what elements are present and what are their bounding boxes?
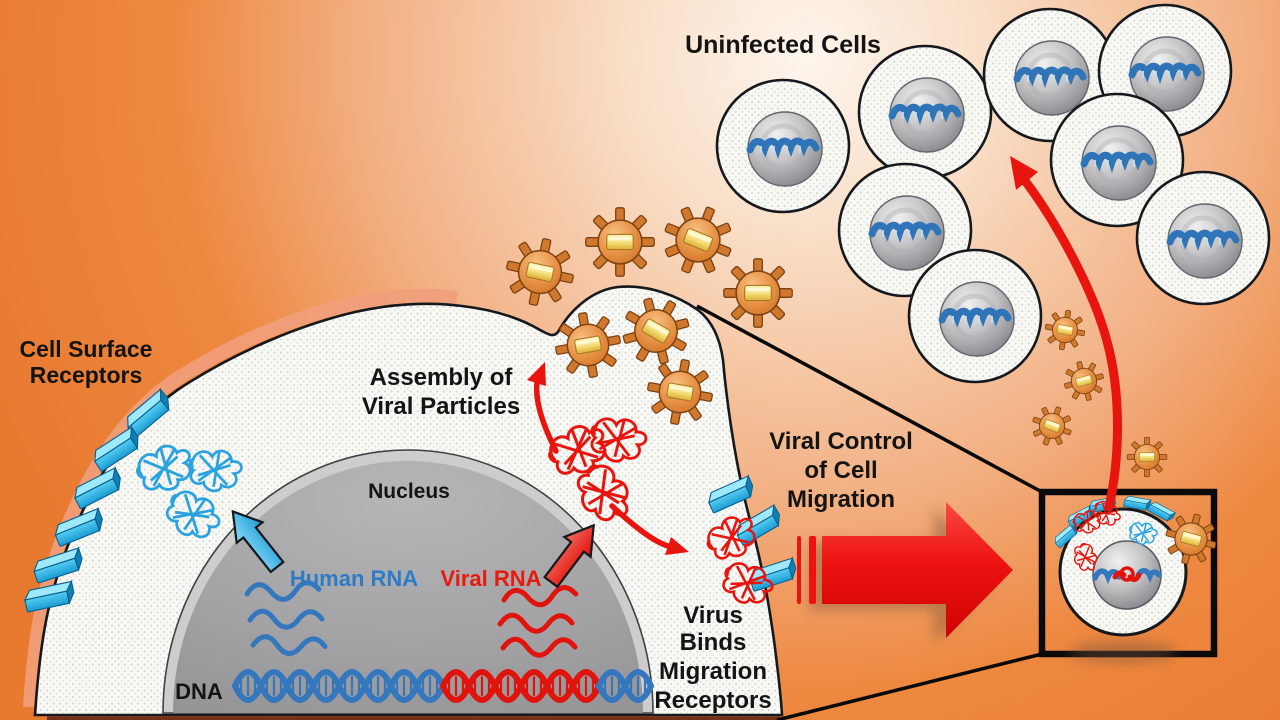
nucleus-dome bbox=[162, 449, 654, 714]
binding-arrow bbox=[609, 503, 689, 555]
cell-surface-receptors-label-2: Receptors bbox=[30, 362, 142, 388]
virus-binds-label-3: Migration bbox=[659, 658, 767, 685]
inset-connector-bottom bbox=[776, 652, 1043, 720]
assembly-label-1: Assembly of bbox=[370, 364, 514, 391]
viral-control-label-3: Migration bbox=[787, 486, 895, 513]
uninfected-cell bbox=[909, 250, 1041, 382]
viral-control-arrow bbox=[797, 502, 1013, 644]
dna-helix bbox=[232, 669, 654, 703]
human-rna-label: Human RNA bbox=[290, 566, 418, 591]
inset-infected-cell bbox=[1052, 495, 1224, 663]
assembly-label-2: Viral Particles bbox=[362, 393, 520, 420]
dna-label: DNA bbox=[175, 679, 223, 704]
nucleus-label: Nucleus bbox=[368, 480, 450, 503]
inset-connector-top bbox=[696, 304, 1043, 494]
migration-path-arrow bbox=[1010, 156, 1123, 512]
viral-control-label-2: of Cell bbox=[804, 457, 877, 484]
uninfected-cell bbox=[859, 46, 991, 178]
virus-binds-label-4: Receptors bbox=[654, 687, 771, 714]
uninfected-cell bbox=[717, 80, 849, 212]
uninfected-cells-label: Uninfected Cells bbox=[685, 31, 881, 59]
viral-rna-label: Viral RNA bbox=[440, 566, 541, 591]
assembly-arrow bbox=[527, 362, 559, 454]
uninfected-cell bbox=[1137, 172, 1269, 304]
cell-base-shadow bbox=[47, 716, 780, 720]
cell-surface-receptors-label-1: Cell Surface bbox=[20, 336, 153, 362]
virus-binds-label-1: Virus bbox=[683, 602, 743, 629]
virus-binds-label-2: Binds bbox=[680, 629, 747, 656]
membrane-glow bbox=[23, 288, 458, 708]
viral-control-label-1: Viral Control bbox=[769, 428, 913, 455]
